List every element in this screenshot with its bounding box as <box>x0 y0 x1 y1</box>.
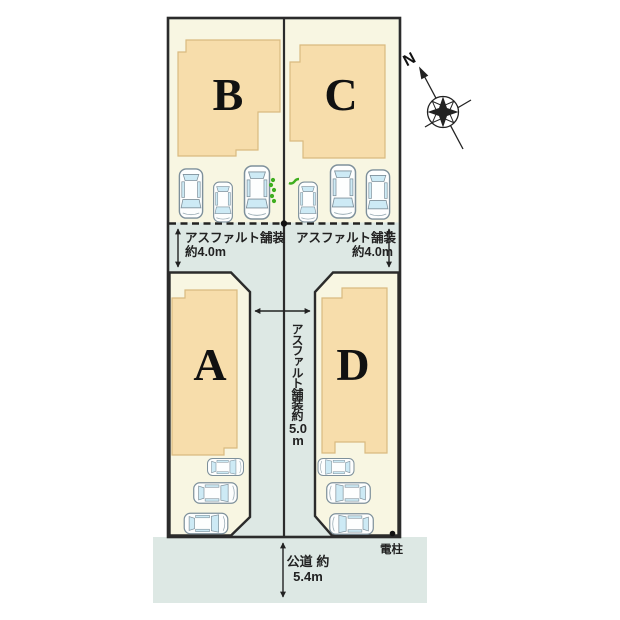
public-road-width: 約5.4m <box>293 554 330 584</box>
car <box>325 481 372 505</box>
lot-label-b: B <box>212 69 244 120</box>
lot-label-d: D <box>336 339 370 390</box>
road-label-public-road: 公道 約5.4m <box>282 554 334 584</box>
public-road-name: 公道 <box>286 554 313 569</box>
boundary-point-marker <box>280 220 288 227</box>
car <box>206 457 245 477</box>
building-a <box>171 289 238 456</box>
car <box>178 168 204 219</box>
road-label-text: アスファルト舗装 <box>185 231 286 245</box>
car <box>298 181 318 223</box>
building-b <box>177 39 281 157</box>
building-footprints <box>171 39 388 456</box>
car <box>213 181 233 223</box>
car <box>365 169 391 220</box>
car <box>329 164 357 219</box>
utility-pole-marker <box>389 530 396 537</box>
public-road-surface <box>153 537 427 603</box>
car <box>317 457 355 477</box>
road-label-width: 約4.0m <box>352 245 393 259</box>
road-label-asphalt-4m-right: アスファルト舗装 約4.0m <box>296 231 397 259</box>
road-label-asphalt-4m-left: アスファルト舗装 約4.0m <box>185 231 285 259</box>
road-label-text: アスファルト舗装 <box>296 231 397 245</box>
building-d <box>321 287 388 454</box>
road-label-5m-unit: m <box>292 433 304 448</box>
compass-star-filled <box>427 96 459 128</box>
car <box>328 512 375 536</box>
road-label-5m-value: 5.0 <box>288 421 308 436</box>
car <box>192 481 239 505</box>
road-label-width: 約4.0m <box>185 245 226 259</box>
plant-icon <box>288 177 300 185</box>
compass-rose: N <box>401 50 472 150</box>
lot-label-a: A <box>193 339 227 390</box>
compass-north-label: N <box>401 50 419 70</box>
utility-pole-label: 電柱 <box>380 544 403 556</box>
north-arrowhead-icon <box>419 66 429 80</box>
car <box>183 512 229 535</box>
lot-label-c: C <box>324 69 358 120</box>
road-label-asphalt-5m-vertical: アスファルト舗装約 <box>290 323 304 421</box>
plant-icon <box>268 177 277 204</box>
dimension-arrows <box>175 228 392 598</box>
car <box>243 165 271 220</box>
building-c <box>289 44 386 159</box>
